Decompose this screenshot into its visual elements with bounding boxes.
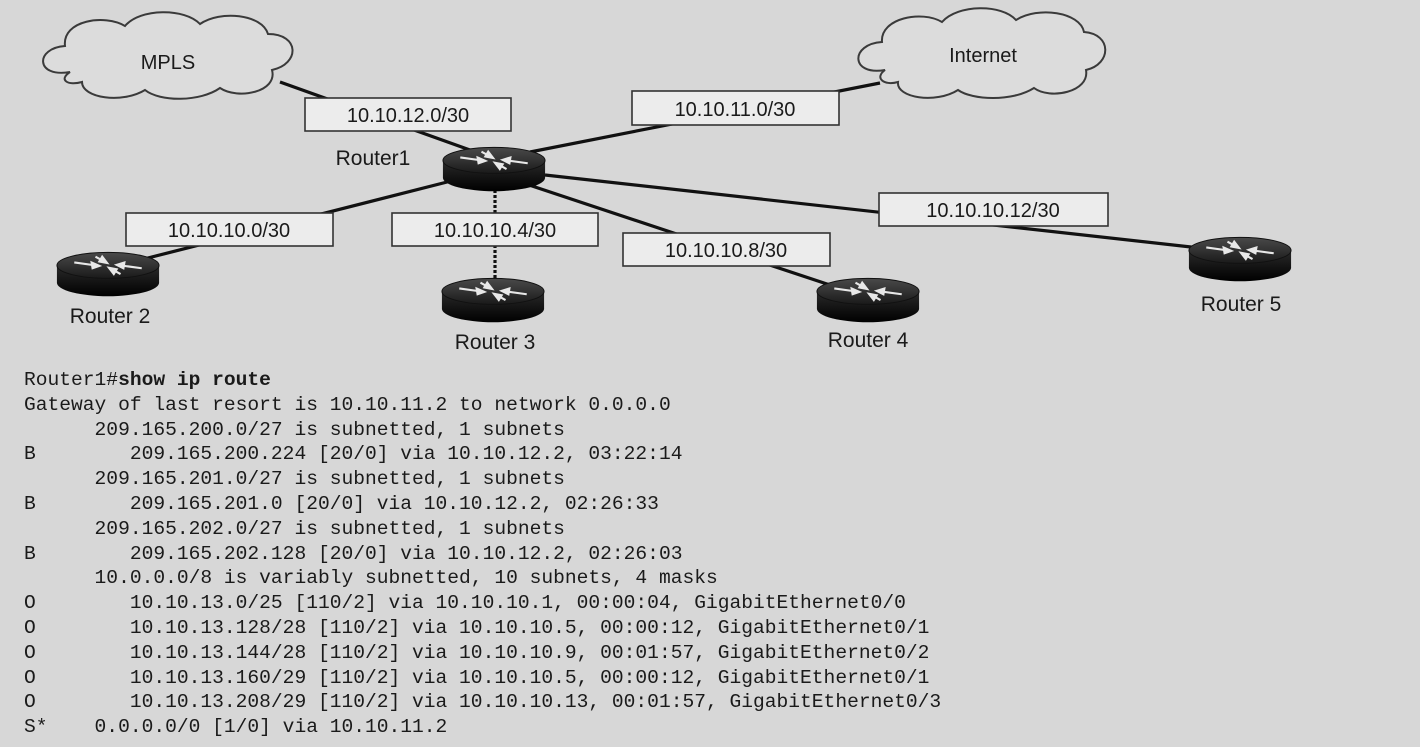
route-line: 209.165.200.0/27 is subnetted, 1 subnets xyxy=(24,418,565,441)
internet-cloud-label: Internet xyxy=(949,45,1017,67)
subnet-label-router3-link: 10.10.10.4/30 xyxy=(391,212,599,247)
router1: Router1 xyxy=(336,146,547,193)
router5: Router 5 xyxy=(1187,236,1293,316)
cli-prompt: Router1# xyxy=(24,369,119,391)
route-line: O 10.10.13.208/29 [110/2] via 10.10.10.1… xyxy=(24,691,942,714)
router1-label: Router1 xyxy=(336,147,411,170)
svg-text:10.10.11.0/30: 10.10.11.0/30 xyxy=(675,99,796,121)
svg-text:10.10.12.0/30: 10.10.12.0/30 xyxy=(347,105,469,127)
route-line: O 10.10.13.160/29 [110/2] via 10.10.10.5… xyxy=(24,666,930,689)
route-line: 209.165.201.0/27 is subnetted, 1 subnets xyxy=(24,468,565,491)
subnet-label-router2-link: 10.10.10.0/30 xyxy=(125,212,334,247)
mpls-cloud-label: MPLS xyxy=(141,52,195,74)
subnet-label-mpls-link: 10.10.12.0/30 xyxy=(304,97,512,132)
subnet-label-router5-link: 10.10.10.12/30 xyxy=(878,192,1109,227)
svg-text:10.10.10.0/30: 10.10.10.0/30 xyxy=(168,220,290,242)
link-router1-router5 xyxy=(544,173,1201,250)
route-line: O 10.10.13.144/28 [110/2] via 10.10.10.9… xyxy=(24,641,930,664)
router5-label: Router 5 xyxy=(1201,293,1282,316)
route-line: B 209.165.202.128 [20/0] via 10.10.12.2,… xyxy=(24,542,683,565)
route-line: O 10.10.13.128/28 [110/2] via 10.10.10.5… xyxy=(24,616,930,639)
router2-label: Router 2 xyxy=(70,305,151,328)
subnet-label-router4-link: 10.10.10.8/30 xyxy=(622,232,831,267)
router3: Router 3 xyxy=(440,277,546,354)
route-line: S* 0.0.0.0/0 [1/0] via 10.10.11.2 xyxy=(24,716,448,739)
svg-text:10.10.10.4/30: 10.10.10.4/30 xyxy=(434,220,556,242)
router4: Router 4 xyxy=(815,277,921,352)
cli-command-line: Router1#show ip route xyxy=(24,368,1414,393)
route-line: O 10.10.13.0/25 [110/2] via 10.10.10.1, … xyxy=(24,592,906,615)
internet-cloud: Internet xyxy=(857,7,1107,99)
router2: Router 2 xyxy=(55,251,161,328)
subnet-label-internet-link: 10.10.11.0/30 xyxy=(631,90,840,126)
route-line: B 209.165.200.224 [20/0] via 10.10.12.2,… xyxy=(24,443,683,466)
svg-text:10.10.10.8/30: 10.10.10.8/30 xyxy=(665,240,787,262)
router4-label: Router 4 xyxy=(828,329,909,352)
router3-label: Router 3 xyxy=(455,331,536,354)
route-line: 10.0.0.0/8 is variably subnetted, 10 sub… xyxy=(24,567,718,590)
route-line: B 209.165.201.0 [20/0] via 10.10.12.2, 0… xyxy=(24,492,659,515)
cli-command: show ip route xyxy=(118,369,271,391)
route-line: 209.165.202.0/27 is subnetted, 1 subnets xyxy=(24,517,565,540)
route-line: Gateway of last resort is 10.10.11.2 to … xyxy=(24,393,671,416)
network-topology-diagram: MPLS Internet 10.10.12.0/30 10.10.11.0/3… xyxy=(42,7,1293,354)
svg-text:10.10.10.12/30: 10.10.10.12/30 xyxy=(926,200,1059,222)
mpls-cloud: MPLS xyxy=(42,11,294,100)
